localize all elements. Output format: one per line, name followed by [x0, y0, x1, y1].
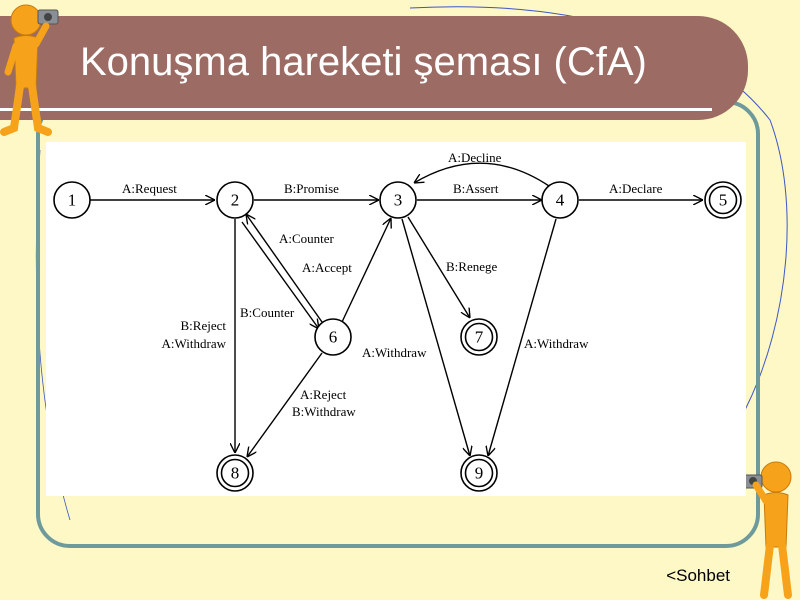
edge-2-6 [241, 221, 319, 329]
edge-4-9 [488, 218, 557, 456]
edge-label-b-withdraw-line2: B:Withdraw [292, 404, 356, 419]
edge-label-request: A:Request [122, 181, 177, 196]
edge-3-7 [407, 216, 470, 318]
cartoon-figure-camera-left-icon [0, 4, 59, 136]
edge-label-a-reject-line1: A:Reject [300, 387, 347, 402]
node-9: 9 [460, 454, 498, 492]
edge-label-assert: B:Assert [453, 181, 499, 196]
edge-label-accept: A:Accept [302, 260, 352, 275]
node-5-label: 5 [719, 191, 728, 210]
edge-6-2 [246, 214, 323, 323]
edge-3-9 [401, 218, 470, 456]
edge-4-3 [414, 162, 550, 187]
edge-label-b-counter: B:Counter [240, 305, 295, 320]
edge-label-a-counter: A:Counter [279, 231, 335, 246]
cfa-state-diagram-svg: A:Request B:Promise B:Assert A:Decline A… [53, 150, 742, 492]
edge-6-8 [247, 352, 323, 457]
cartoon-figure-camera-right-icon [743, 461, 792, 599]
node-7-label: 7 [475, 328, 484, 347]
node-2: 2 [216, 181, 254, 219]
node-8: 8 [216, 454, 254, 492]
edge-label-reject-withdraw-line1: B:Reject [181, 318, 227, 333]
edge-label-renege: B:Renege [446, 259, 497, 274]
node-8-label: 8 [231, 464, 240, 483]
slide-title: Konuşma hareketi şeması (CfA) [80, 40, 647, 84]
edge-label-3-9-withdraw: A:Withdraw [362, 345, 427, 360]
node-3-label: 3 [394, 191, 403, 210]
node-6: 6 [314, 318, 352, 356]
node-4-label: 4 [556, 191, 565, 210]
edge-label-reject-withdraw-line2: A:Withdraw [162, 336, 227, 351]
node-2-label: 2 [231, 191, 240, 210]
edge-label-4-9-withdraw: A:Withdraw [524, 336, 589, 351]
prev-slide-link[interactable]: <Sohbet [666, 566, 730, 585]
node-1: 1 [53, 181, 91, 219]
edge-6-3 [341, 218, 391, 323]
node-9-label: 9 [475, 464, 484, 483]
title-bar [0, 16, 748, 120]
node-1-label: 1 [68, 191, 77, 210]
node-5: 5 [704, 181, 742, 219]
edge-label-declare: A:Declare [609, 181, 663, 196]
node-4: 4 [541, 181, 579, 219]
cfa-diagram: A:Request B:Promise B:Assert A:Decline A… [46, 142, 746, 496]
node-3: 3 [379, 181, 417, 219]
node-6-label: 6 [329, 328, 338, 347]
edge-label-decline: A:Decline [448, 150, 502, 165]
node-7: 7 [460, 318, 498, 356]
title-underline [0, 108, 712, 111]
edge-label-promise: B:Promise [284, 181, 339, 196]
